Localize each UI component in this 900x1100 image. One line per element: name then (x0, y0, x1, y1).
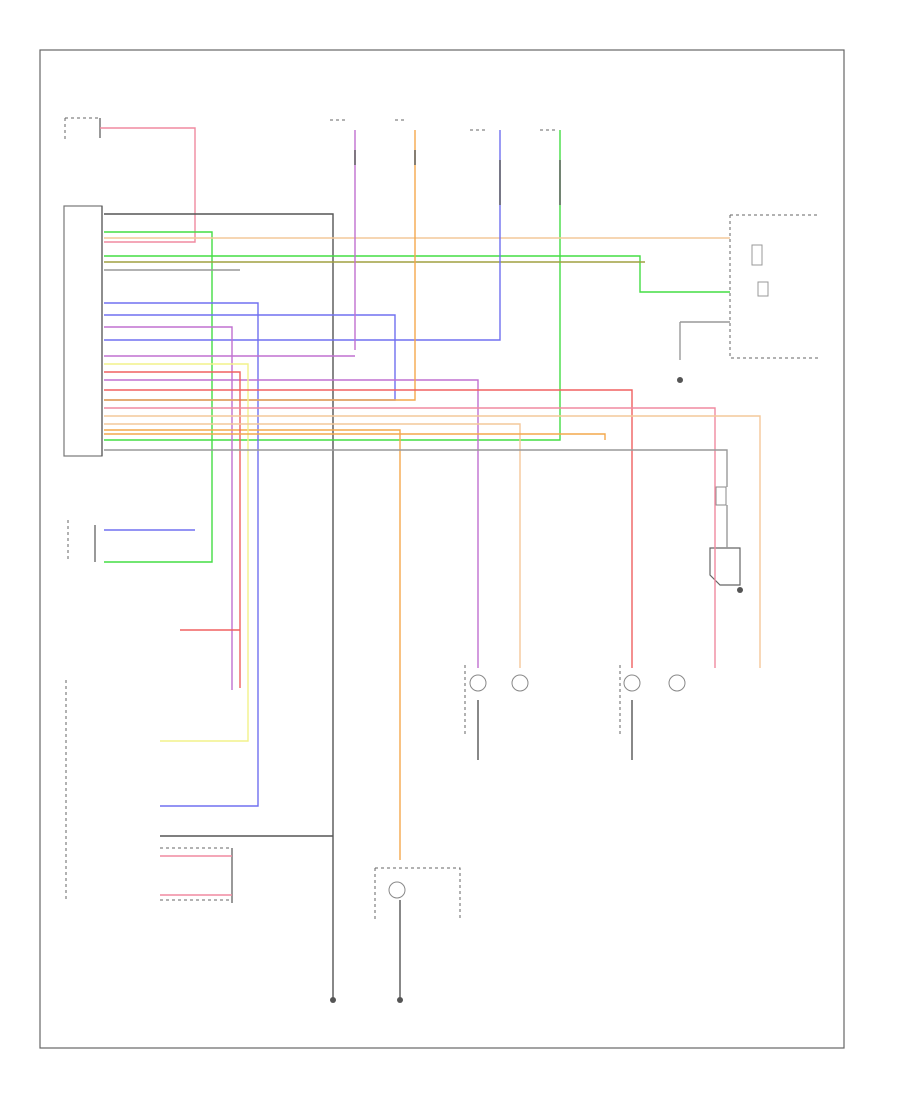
ground-right (397, 997, 403, 1003)
wire-peach-1 (104, 415, 761, 668)
control-module (63, 205, 103, 457)
top-left-sensor (64, 117, 100, 140)
ground-symbols (330, 377, 743, 1003)
wire-blue-1 (104, 302, 259, 807)
wire-black-main (104, 213, 334, 1000)
wire-red-1 (104, 371, 241, 688)
right-relay-coil (751, 244, 763, 266)
ground-left (330, 997, 336, 1003)
left-headlight-bulb-2 (511, 674, 529, 692)
ground-sensor (737, 587, 743, 593)
splice-block (160, 847, 232, 901)
wire-yellow (104, 363, 249, 742)
wire-green-3 (104, 130, 561, 441)
right-relay-switch (757, 281, 769, 297)
components (63, 117, 820, 920)
wire-purple-3 (104, 379, 479, 668)
diagram-border (39, 49, 845, 1049)
bottom-lamp-box (374, 867, 461, 920)
wire-peach-2 (104, 423, 521, 668)
wire-green-1 (104, 231, 213, 563)
right-headlight-bulb-1 (623, 674, 641, 692)
wire-orange-2 (104, 429, 401, 860)
left-headlight-bulb-1 (469, 674, 487, 692)
wire-blue-3 (104, 130, 501, 341)
wire-red-4 (160, 855, 232, 896)
wire-green-2 (104, 255, 730, 293)
wire-gray-right (104, 449, 728, 487)
wire-purple-1 (104, 326, 233, 690)
right-sensor (709, 547, 741, 586)
wire-orange-1 (104, 130, 416, 401)
wire-pink-top (100, 127, 196, 243)
wire-red-3 (104, 407, 716, 668)
ground-relay (677, 377, 683, 383)
bottom-lamp (388, 881, 406, 899)
wire-red-2 (104, 389, 633, 668)
right-relay-box (729, 214, 820, 359)
wires (100, 127, 761, 1000)
wire-blue-2 (104, 314, 396, 401)
diode (715, 486, 727, 506)
right-headlight-bulb-2 (668, 674, 686, 692)
wire-relay-ground (679, 321, 730, 360)
wire-purple-2 (104, 130, 356, 357)
wire-peach-3 (104, 433, 606, 440)
